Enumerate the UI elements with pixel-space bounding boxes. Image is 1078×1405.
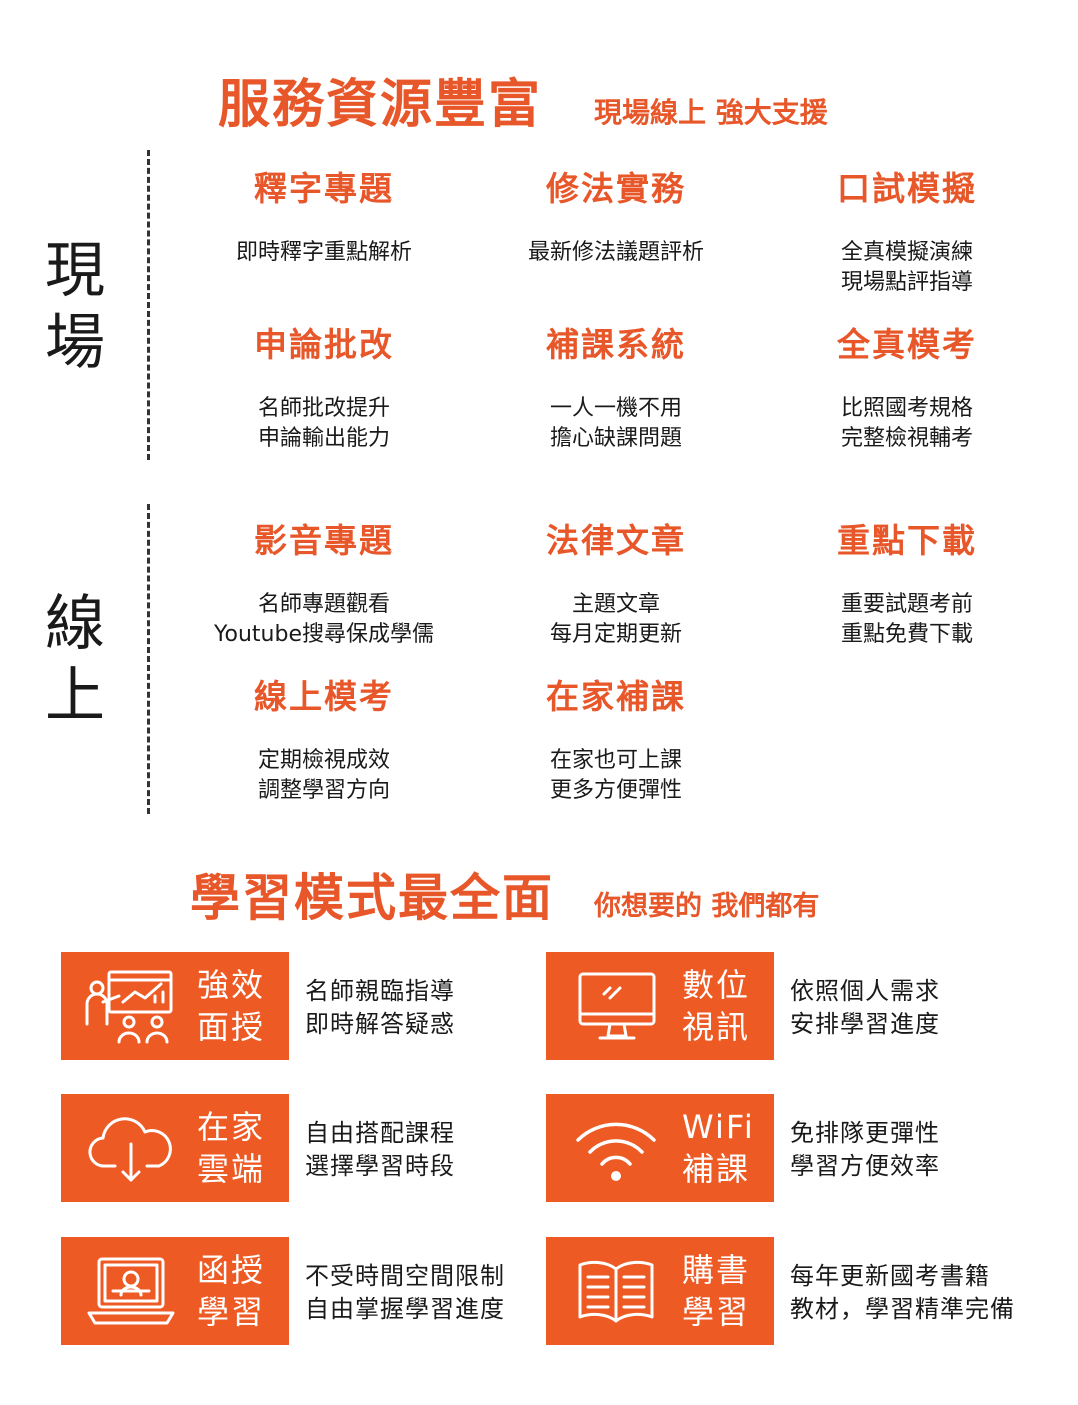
mode-desc: 自由搭配課程選擇學習時段 [305, 1119, 455, 1180]
feature-law-articles: 法律文章 主題文章每月定期更新 [546, 521, 686, 647]
mode-label: 函授學習 [197, 1251, 266, 1331]
feature-makeup-system: 補課系統 一人一機不用擔心缺課問題 [546, 325, 686, 451]
feature-downloads: 重點下載 重要試題考前重點免費下載 [837, 521, 977, 647]
feature-oral-exam: 口試模擬 全真模擬演練現場點評指導 [837, 169, 977, 295]
monitor-icon [578, 972, 656, 1040]
feature-home-makeup: 在家補課 在家也可上課更多方便彈性 [546, 677, 686, 803]
mode-correspondence: 函授學習 [61, 1237, 289, 1345]
feature-online-mock-exam: 線上模考 定期檢視成效調整學習方向 [254, 677, 394, 803]
mode-label: 購書學習 [682, 1251, 751, 1331]
feature-mock-exam: 全真模考 比照國考規格完整檢視輔考 [837, 325, 977, 451]
online-label: 線 上 [45, 589, 105, 731]
cloud-download-icon [88, 1117, 172, 1182]
mode-desc: 免排隊更彈性學習方便效率 [790, 1119, 940, 1180]
mode-label: 強效面授 [197, 966, 266, 1046]
page-subtitle: 現場線上 強大支援 [594, 96, 828, 129]
mode-book-purchase: 購書學習 [546, 1237, 774, 1345]
section-header-modes: 學習模式最全面 你想要的 我們都有 [190, 858, 819, 930]
laptop-icon [87, 1257, 175, 1325]
onsite-divider [147, 150, 150, 460]
mode-face-to-face: 強效面授 [61, 952, 289, 1060]
onsite-label: 現 場 [45, 236, 105, 378]
feature-interpretation: 釋字專題 即時釋字重點解析 [235, 169, 412, 265]
mode-desc: 名師親臨指導即時解答疑惑 [305, 977, 455, 1038]
mode-label: 在家雲端 [197, 1108, 266, 1188]
feature-essay-grading: 申論批改 名師批改提升申論輸出能力 [254, 325, 394, 451]
mode-desc: 不受時間空間限制自由掌握學習進度 [305, 1262, 505, 1323]
mode-home-cloud: 在家雲端 [61, 1094, 289, 1202]
mode-desc: 每年更新國考書籍教材，學習精準完備 [790, 1262, 1015, 1323]
mode-desc: 依照個人需求安排學習進度 [790, 977, 940, 1038]
section-header-resources: 服務資源豐富 現場線上 強大支援 [218, 62, 828, 137]
mode-label: 數位視訊 [682, 966, 751, 1046]
classroom-icon [85, 970, 173, 1044]
book-icon [578, 1260, 654, 1323]
wifi-icon [576, 1122, 656, 1181]
modes-subtitle: 你想要的 我們都有 [594, 891, 820, 922]
online-divider [147, 504, 150, 814]
feature-law-amendment: 修法實務 最新修法議題評析 [527, 169, 704, 265]
mode-digital-video: 數位視訊 [546, 952, 774, 1060]
page-title: 服務資源豐富 [218, 75, 543, 135]
modes-title: 學習模式最全面 [190, 869, 554, 927]
